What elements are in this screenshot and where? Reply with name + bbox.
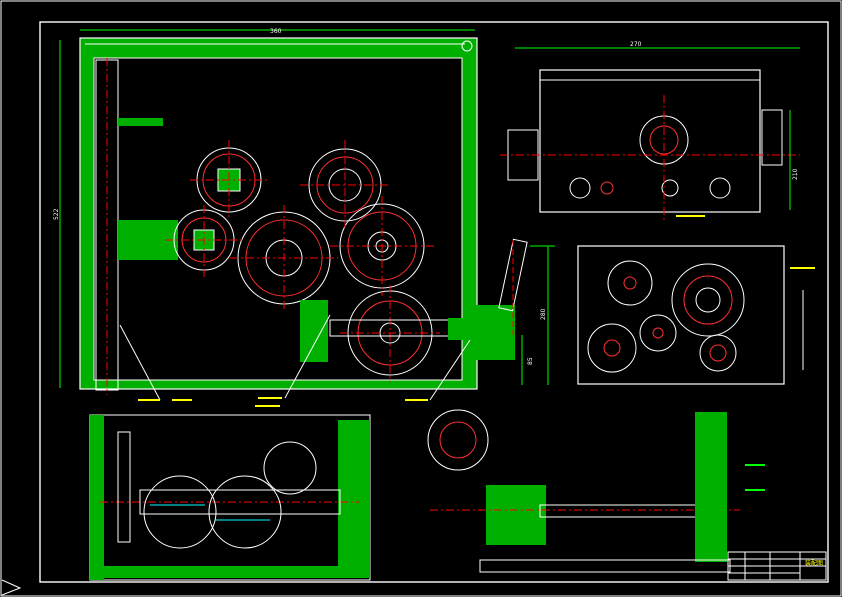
housing-hatch-bottom	[80, 380, 477, 389]
bottom-shaft-section	[427, 409, 765, 573]
housing-hatch-right	[462, 38, 477, 388]
handle-lever	[498, 238, 528, 335]
housing-outline	[79, 37, 478, 390]
dim-small-offset: 85	[527, 357, 534, 365]
title-block	[727, 551, 827, 581]
bottom-left-section	[89, 414, 371, 581]
housing-inner	[93, 57, 463, 381]
leaders-front	[138, 397, 428, 407]
dim-lines-front	[59, 29, 555, 388]
dim-side-width: 270	[630, 41, 642, 48]
dim-side-height: 210	[792, 168, 799, 180]
title-block-name: 装配图	[805, 559, 823, 567]
housing-hatch-left	[80, 38, 94, 388]
housing-hatch-top	[80, 38, 475, 58]
gear-centerlines	[165, 140, 440, 382]
side-view-top: 270 210	[500, 41, 800, 220]
front-view-gearbox: 360 522 280 85	[53, 28, 555, 407]
dim-gearbox-height: 280	[540, 308, 547, 320]
dim-left-height: 522	[53, 208, 60, 220]
dim-top-width: 360	[270, 28, 282, 35]
gear-train-view	[577, 245, 815, 385]
